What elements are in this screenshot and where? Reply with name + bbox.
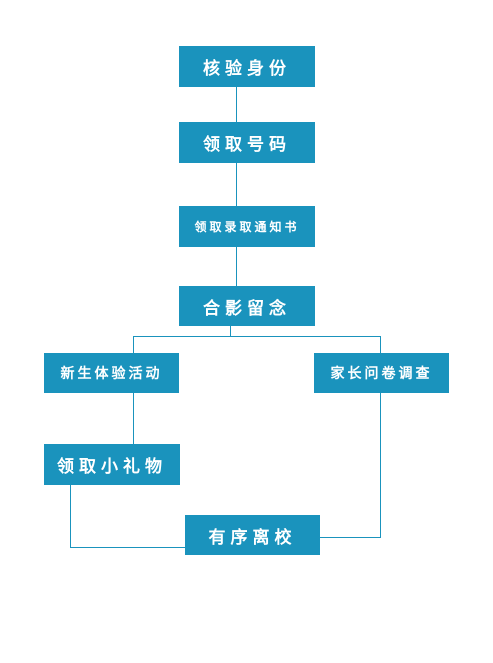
node-parent-survey: 家长问卷调查 [314, 353, 449, 393]
node-orderly-leave: 有序离校 [185, 515, 320, 555]
node-get-number: 领取号码 [179, 122, 315, 163]
node-get-gift: 领取小礼物 [44, 444, 180, 485]
node-get-admission-letter: 领取录取通知书 [179, 206, 315, 247]
node-freshman-activity: 新生体验活动 [44, 353, 179, 393]
node-group-photo: 合影留念 [179, 286, 315, 326]
node-verify-identity: 核验身份 [179, 46, 315, 87]
